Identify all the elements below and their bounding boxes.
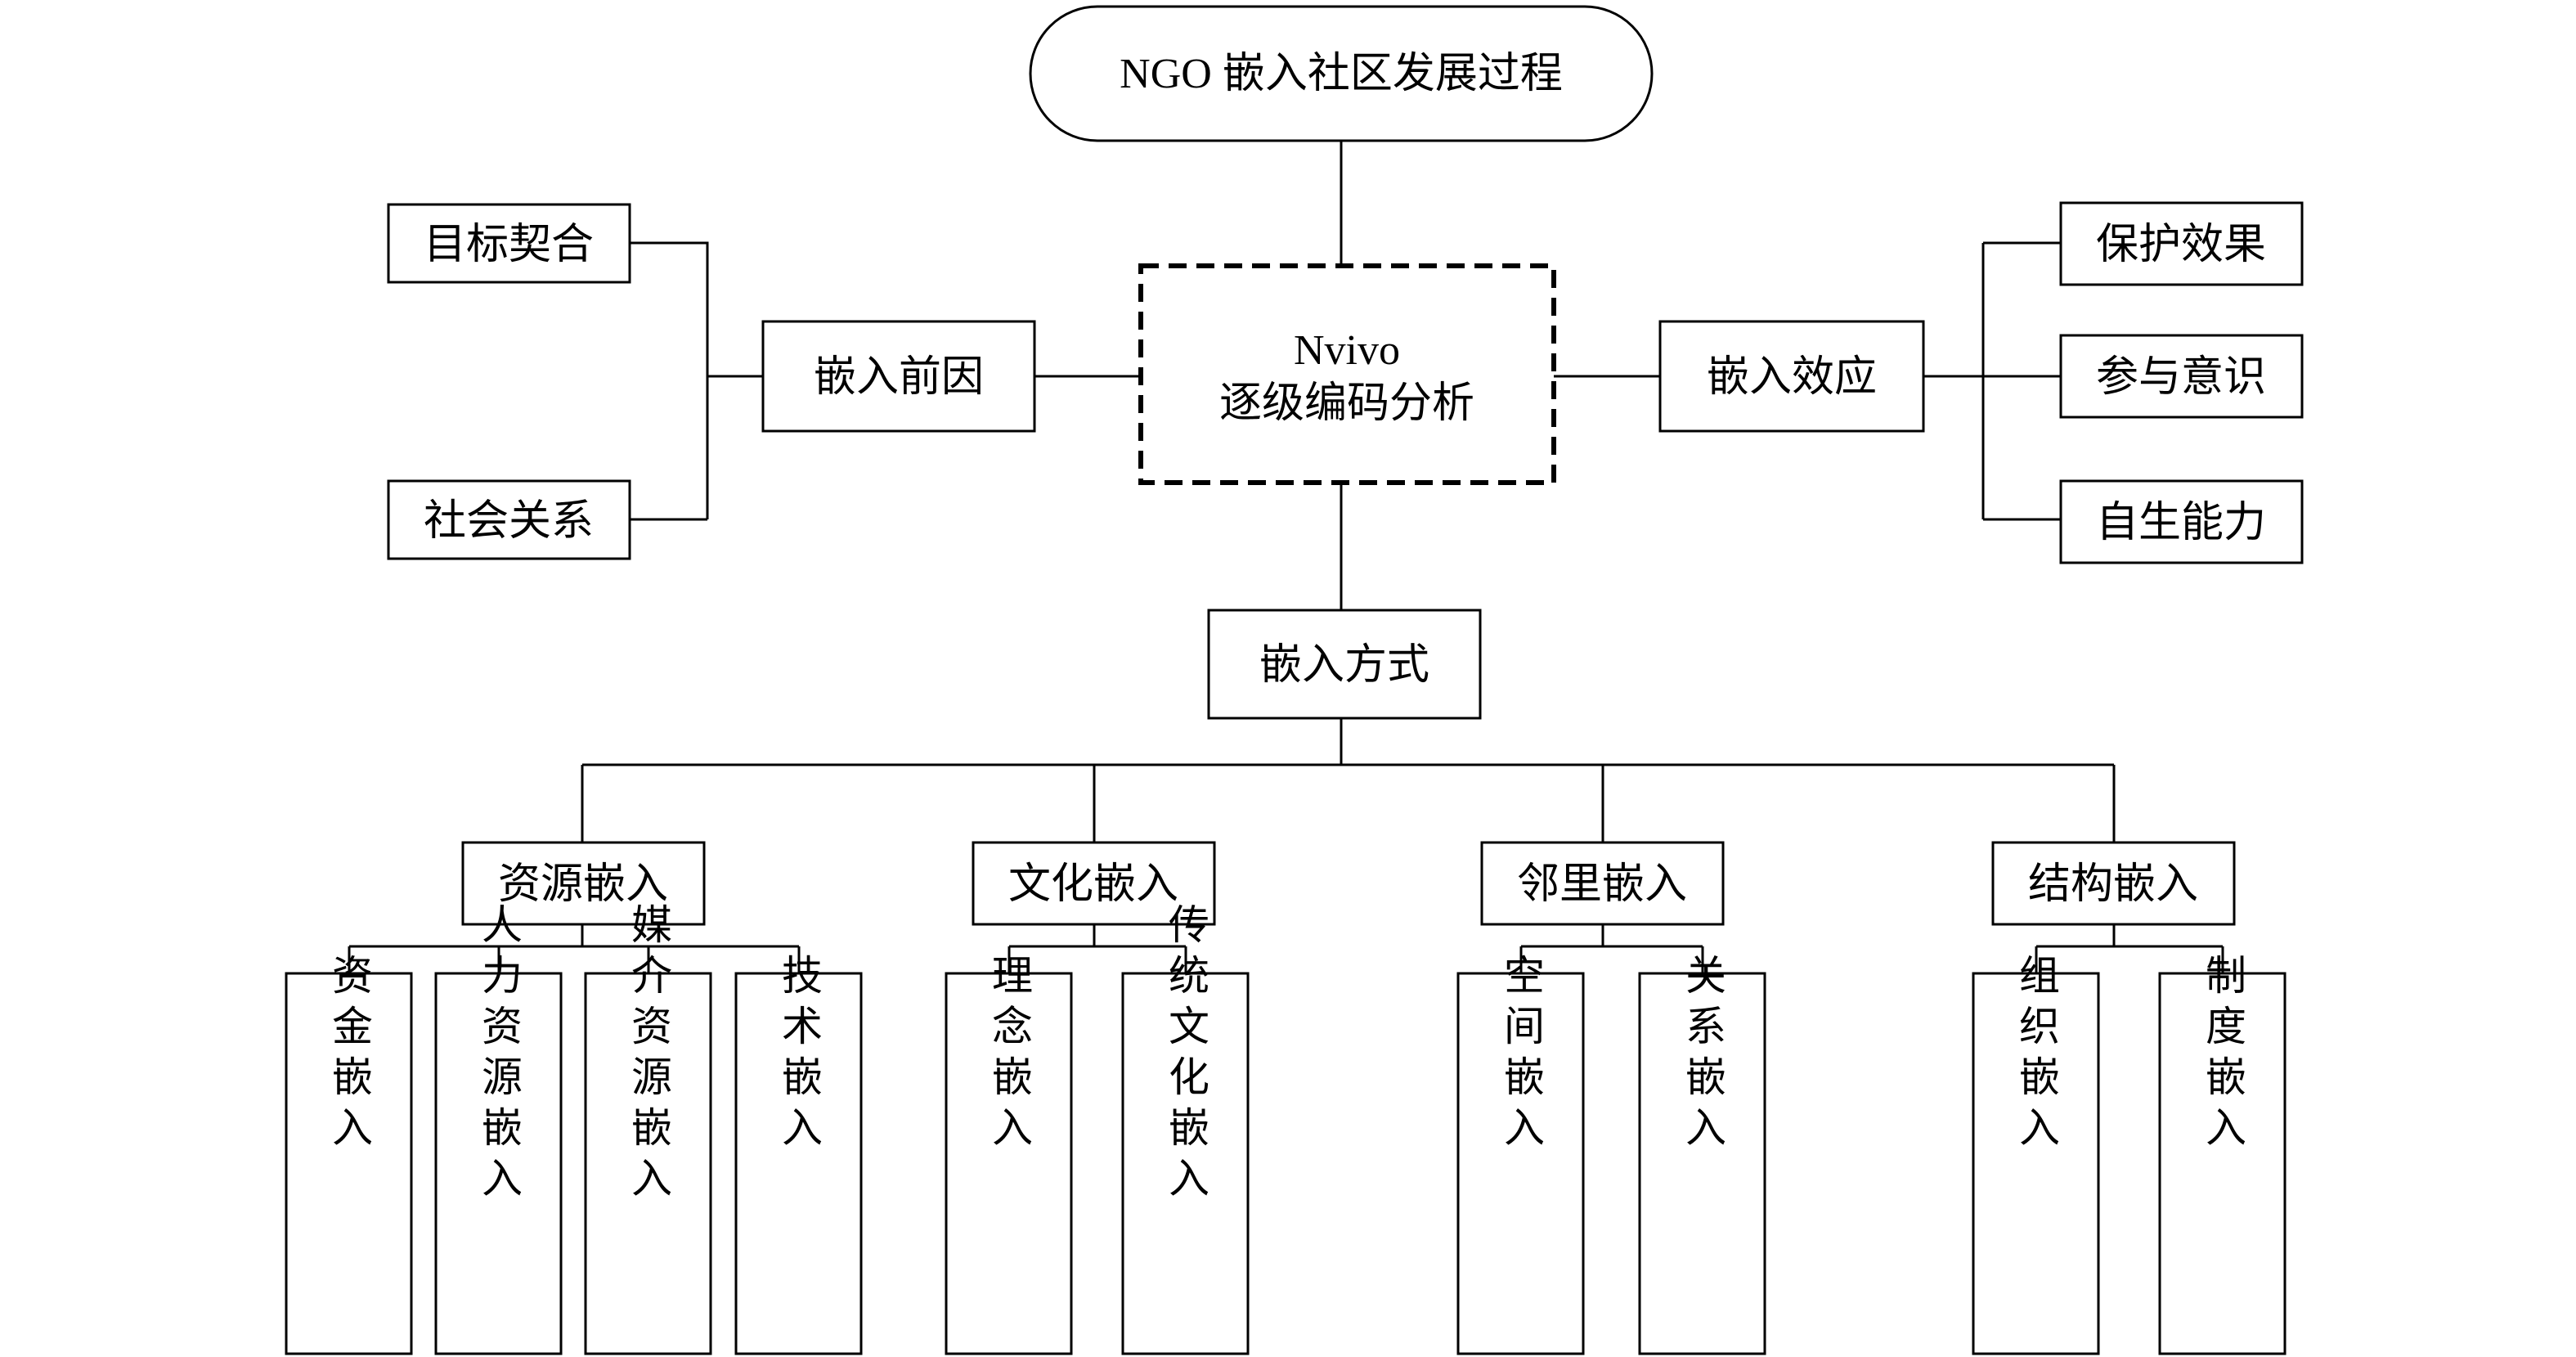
leaf-label: 技术嵌入 — [776, 954, 822, 1157]
effect-item: 参与意识 — [2059, 334, 2304, 419]
bracket-antecedent — [630, 241, 763, 521]
antecedent-label: 嵌入前因 — [814, 354, 984, 401]
leaf-label: 组织嵌入 — [2013, 954, 2059, 1157]
leaf-node: 人力资源嵌入 — [434, 903, 563, 1355]
leaf-node: 空间嵌入 — [1456, 954, 1585, 1355]
effect-item: 自生能力 — [2059, 479, 2304, 564]
leaf-label: 媒介资源嵌入 — [626, 903, 671, 1207]
leaf-label: 传统文化嵌入 — [1163, 903, 1209, 1207]
leaf-label: 理念嵌入 — [986, 954, 1032, 1157]
mode-group-label: 邻里嵌入 — [1517, 861, 1687, 908]
bracket-mode — [581, 718, 2116, 843]
leaf-node: 组织嵌入 — [1972, 954, 2100, 1355]
bracket-culture — [1008, 924, 1187, 973]
center-label-line2: 逐级编码分析 — [1219, 380, 1474, 427]
antecedent-item: 目标契合 — [387, 203, 631, 284]
effect-item: 保护效果 — [2059, 201, 2304, 286]
leaf-label: 资金嵌入 — [326, 954, 372, 1157]
mode-node: 嵌入方式 — [1207, 609, 1482, 720]
mode-group-label: 文化嵌入 — [1008, 861, 1178, 908]
antecedent-item: 社会关系 — [387, 479, 631, 560]
leaf-node: 理念嵌入 — [945, 954, 1073, 1355]
leaf-node: 关系嵌入 — [1638, 954, 1766, 1355]
center-label-line1: Nvivo — [1294, 327, 1400, 374]
bracket-resource — [348, 924, 801, 973]
bracket-structure — [2035, 924, 2224, 973]
leaf-node: 传统文化嵌入 — [1121, 903, 1250, 1355]
mode-group: 资源嵌入 — [461, 841, 706, 926]
leaf-label: 制度嵌入 — [2200, 954, 2246, 1157]
effect-item-label: 自生能力 — [2096, 500, 2266, 546]
bracket-effect — [1923, 241, 2061, 521]
mode-group-label: 结构嵌入 — [2028, 861, 2198, 908]
mode-label: 嵌入方式 — [1259, 642, 1429, 689]
leaf-label: 关系嵌入 — [1680, 954, 1726, 1157]
connectors — [348, 141, 2224, 973]
title-node: NGO 嵌入社区发展过程 — [1029, 5, 1654, 142]
title-label: NGO 嵌入社区发展过程 — [1120, 51, 1563, 97]
effect-item-label: 参与意识 — [2096, 354, 2266, 401]
leaf-node: 资金嵌入 — [285, 954, 413, 1355]
mode-group-label: 资源嵌入 — [498, 861, 668, 908]
effect-item-label: 保护效果 — [2096, 222, 2266, 268]
bracket-neighbor — [1519, 924, 1704, 973]
antecedent-node: 嵌入前因 — [761, 320, 1036, 433]
antecedent-item-label: 社会关系 — [424, 498, 594, 545]
leaf-label: 空间嵌入 — [1498, 954, 1544, 1157]
mode-group: 结构嵌入 — [1991, 841, 2236, 926]
mode-group: 文化嵌入 — [972, 841, 1216, 926]
leaf-node: 制度嵌入 — [2158, 954, 2287, 1355]
center-node: Nvivo 逐级编码分析 — [1138, 263, 1556, 485]
effect-label: 嵌入效应 — [1707, 354, 1877, 401]
effect-node: 嵌入效应 — [1658, 320, 1925, 433]
leaf-label: 人力资源嵌入 — [476, 903, 522, 1207]
leaf-node: 媒介资源嵌入 — [584, 903, 712, 1355]
leaf-node: 技术嵌入 — [734, 954, 863, 1355]
mode-group: 邻里嵌入 — [1480, 841, 1725, 926]
antecedent-item-label: 目标契合 — [424, 222, 594, 268]
